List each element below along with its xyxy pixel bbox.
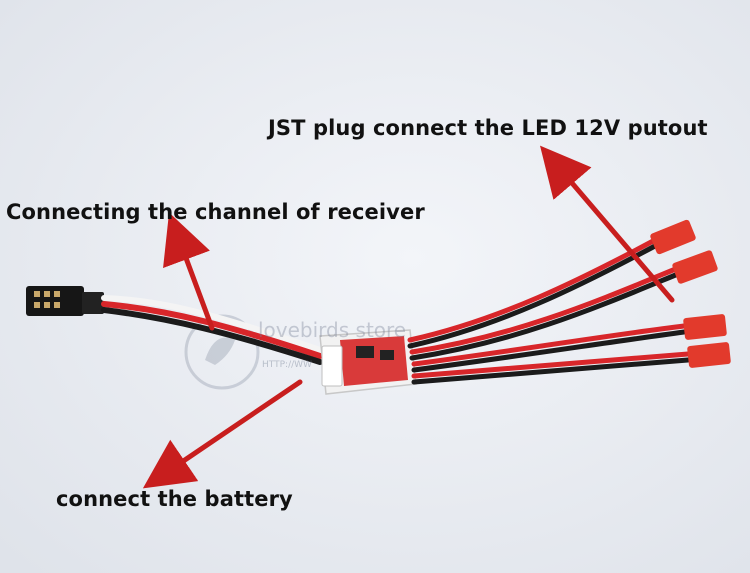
jst-plug-2	[672, 250, 718, 284]
servo-connector	[26, 286, 104, 316]
jst-plug-label: JST plug connect the LED 12V putout	[268, 116, 708, 140]
watermark-text: lovebirds store	[258, 318, 407, 342]
watermark-url: HTTP://WW	[262, 360, 312, 370]
jst-plug-4	[687, 342, 731, 368]
jst-plug-3	[683, 314, 727, 340]
servo-wires	[101, 295, 323, 365]
output-wires	[407, 237, 691, 385]
battery-label: connect the battery	[56, 487, 293, 511]
jst-plug-1	[650, 219, 696, 255]
arrow-jst	[540, 145, 675, 303]
annotation-arrows	[142, 145, 675, 489]
led-controller-module	[319, 329, 417, 395]
arrow-battery	[142, 379, 303, 489]
arrow-channel	[163, 212, 215, 331]
receiver-channel-label: Connecting the channel of receiver	[6, 200, 425, 224]
